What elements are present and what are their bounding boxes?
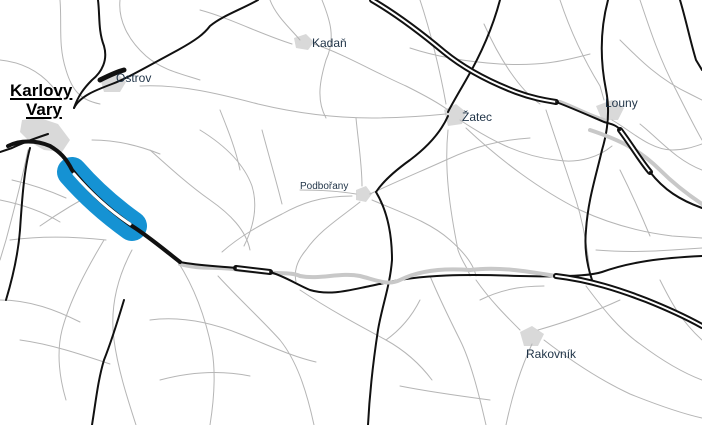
- urban-louny: [596, 100, 624, 120]
- highway-d6-highlight-inner: [72, 172, 132, 226]
- highway-d6-west-casing: [97, 67, 127, 83]
- road-kv-south-west: [5, 147, 31, 301]
- road-east-vertical: [584, 0, 610, 281]
- place-label-kadan[interactable]: Kadaň: [312, 36, 347, 50]
- highway-d6-kv-casing: [6, 139, 182, 264]
- urban-kadan: [294, 34, 314, 50]
- place-label-karlovy-vary-line1: Karlovy: [10, 81, 73, 100]
- place-label-louny[interactable]: Louny: [605, 96, 638, 110]
- highway-d6-east-inner: [555, 275, 702, 327]
- place-label-karlovy-vary[interactable]: Karlovy Vary: [10, 81, 73, 119]
- place-label-rakovnik[interactable]: Rakovník: [526, 347, 577, 361]
- highway-d7-east-inner: [619, 129, 651, 173]
- main-road-connectors: [179, 101, 702, 294]
- highways: [6, 0, 702, 329]
- highway-d6-east-casing: [553, 273, 702, 329]
- road-far-east: [679, 0, 702, 71]
- road-zatec-north: [447, 0, 501, 113]
- highway-d6-segment-1-inner: [235, 267, 271, 273]
- road-south-west-vertical: [91, 299, 125, 425]
- place-label-ostrov[interactable]: Ostrov: [116, 71, 152, 85]
- road-podborany-south: [367, 191, 393, 425]
- road-kv-north: [73, 0, 107, 109]
- urban-podborany: [356, 186, 372, 202]
- highway-d7-casing: [369, 0, 559, 105]
- place-label-zatec[interactable]: Žatec: [462, 110, 493, 124]
- place-label-karlovy-vary-line2: Vary: [26, 99, 62, 119]
- highway-d7-inner: [371, 0, 557, 103]
- place-label-podborany[interactable]: Podbořany: [300, 181, 349, 192]
- urban-rakovnik: [520, 326, 544, 346]
- road-zatec-podborany: [375, 115, 449, 193]
- road-kv-ostrov: [73, 0, 259, 109]
